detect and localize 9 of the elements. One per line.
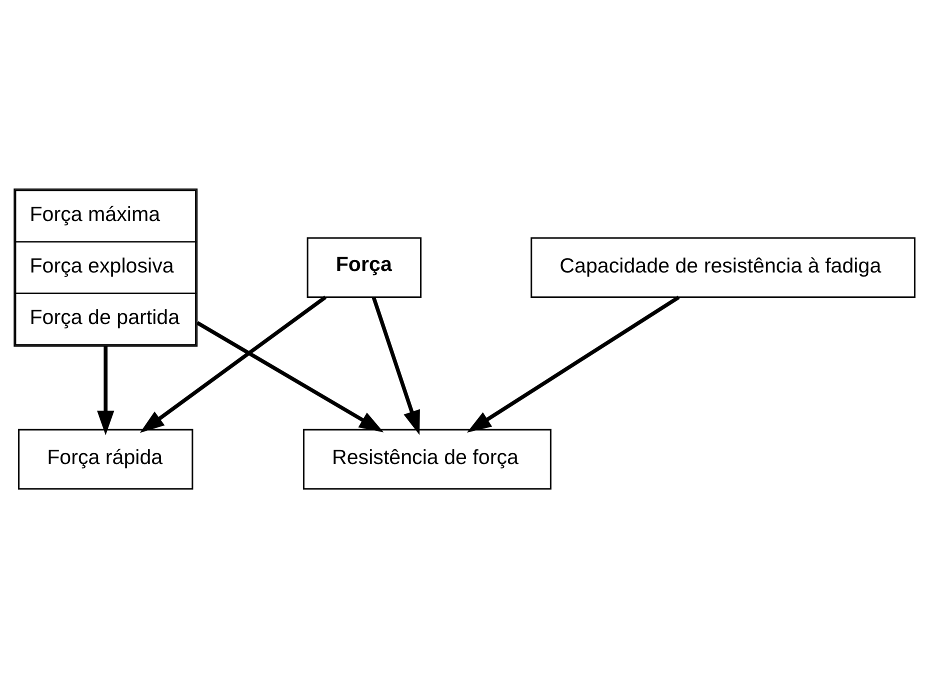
node-box: Capacidade de resistência à fadiga (530, 237, 916, 298)
arrow (372, 296, 420, 436)
node-box: Resistência de força (302, 428, 552, 490)
arrow (97, 346, 114, 436)
arrow (196, 321, 384, 432)
arrow (140, 296, 327, 433)
arrow (466, 296, 680, 433)
node-box: Força rápida (18, 428, 194, 490)
node-box: Força (306, 237, 422, 298)
